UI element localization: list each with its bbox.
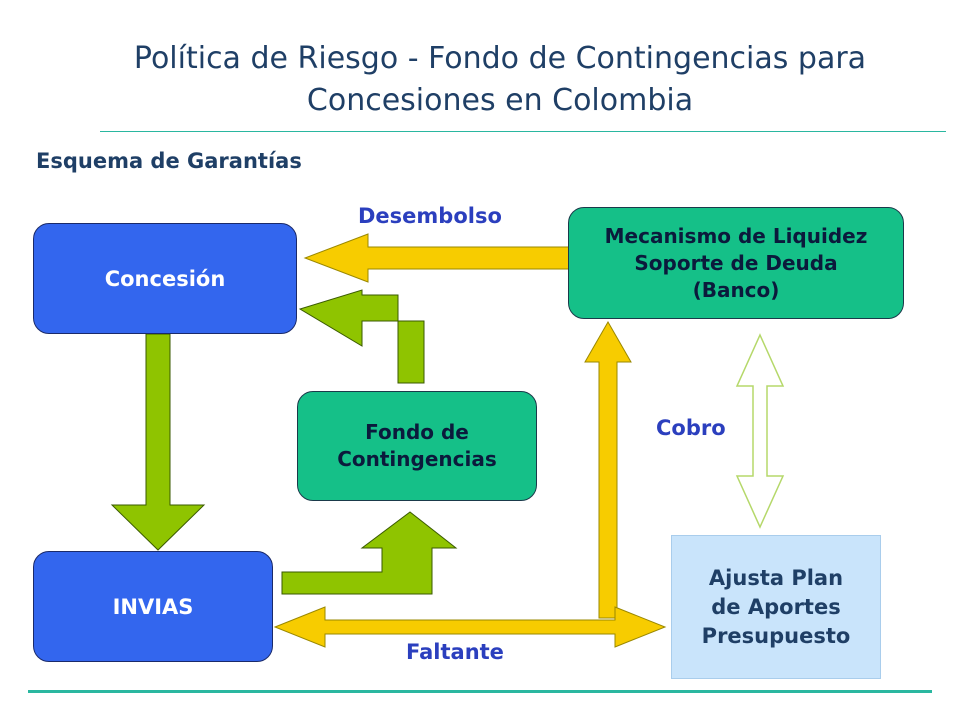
- arrow-desembolso: [303, 233, 571, 283]
- footer-divider: [28, 690, 932, 693]
- arrow-faltante-horizontal: [273, 606, 667, 648]
- node-fondo-contingencias: Fondo de Contingencias: [297, 391, 537, 501]
- node-concesion-label: Concesión: [104, 266, 226, 291]
- node-invias-label: INVIAS: [112, 594, 194, 619]
- node-ajusta-plan: Ajusta Plan de Aportes Presupuesto: [671, 535, 881, 679]
- node-ajusta-line-2: de Aportes: [711, 594, 841, 619]
- node-ajusta-line-1: Ajusta Plan: [708, 565, 844, 590]
- node-ajusta-line-3: Presupuesto: [701, 623, 851, 648]
- label-faltante: Faltante: [406, 640, 504, 664]
- node-mecanismo-liquidez: Mecanismo de Liquidez Soporte de Deuda (…: [568, 207, 904, 319]
- node-invias: INVIAS: [33, 551, 273, 662]
- arrow-invias-to-fondo: [281, 511, 458, 595]
- arrow-cobro: [735, 333, 785, 529]
- arrow-concesion-to-invias: [110, 333, 206, 551]
- node-fondo-line-1: Fondo de: [365, 420, 469, 444]
- title-line-1: Política de Riesgo - Fondo de Contingenc…: [133, 41, 867, 76]
- label-desembolso: Desembolso: [358, 204, 502, 228]
- page-title: Política de Riesgo - Fondo de Contingenc…: [60, 38, 940, 122]
- node-mecanismo-line-3: (Banco): [692, 277, 780, 302]
- node-mecanismo-line-2: Soporte de Deuda: [634, 250, 838, 275]
- section-subtitle: Esquema de Garantías: [36, 149, 302, 173]
- title-line-2: Concesiones en Colombia: [306, 83, 694, 118]
- arrow-fondo-to-concesion: [298, 289, 425, 384]
- title-divider: [100, 131, 946, 132]
- arrow-faltante-up: [584, 320, 632, 619]
- node-fondo-line-2: Contingencias: [337, 447, 497, 471]
- label-cobro: Cobro: [656, 416, 726, 440]
- node-concesion: Concesión: [33, 223, 297, 334]
- node-mecanismo-line-1: Mecanismo de Liquidez: [604, 223, 868, 248]
